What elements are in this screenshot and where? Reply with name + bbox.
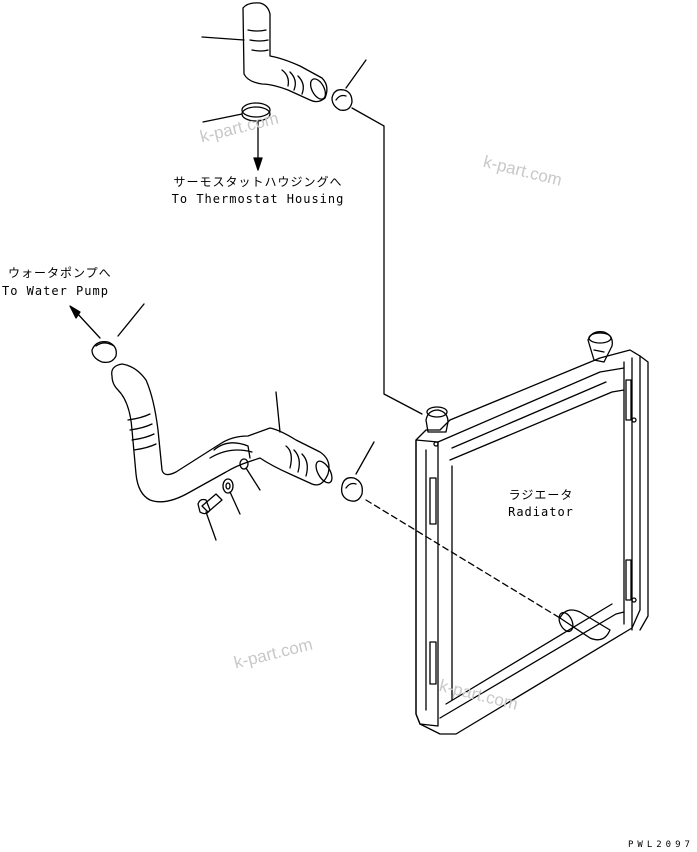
drawing-code: PWL2097 — [628, 840, 694, 850]
upper-hose-clamp — [331, 59, 423, 415]
lower-hose-clamp — [340, 441, 375, 502]
radiator-label-jp: ラジエータ — [508, 488, 574, 502]
radiator-label-en: Radiator — [508, 505, 574, 519]
water-pump-label-en: To Water Pump — [2, 284, 109, 298]
radiator — [415, 331, 649, 735]
thermostat-clamp — [202, 102, 271, 171]
thermostat-label-en: To Thermostat Housing — [171, 192, 345, 206]
upper-hose — [201, 2, 328, 103]
lower-connection-line — [365, 499, 561, 619]
bracket-fasteners — [197, 458, 261, 541]
lower-hose — [111, 363, 333, 503]
water-pump-clamp — [69, 303, 145, 364]
thermostat-label-jp: サーモスタットハウジングへ — [173, 175, 343, 189]
water-pump-label-jp: ウォータポンプへ — [8, 266, 112, 280]
